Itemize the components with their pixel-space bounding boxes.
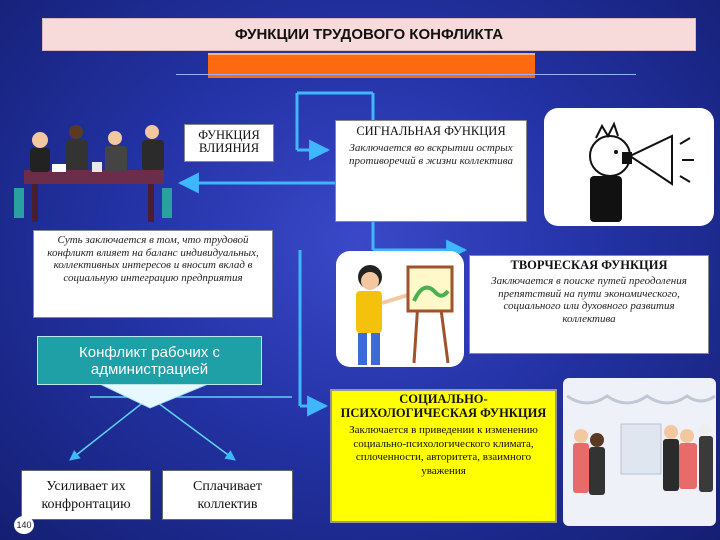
social-heading: СОЦИАЛЬНО-ПСИХОЛОГИЧЕСКАЯ ФУНКЦИЯ <box>340 392 547 420</box>
signal-card: СИГНАЛЬНАЯ ФУНКЦИЯ Заключается во вскрыт… <box>335 120 527 222</box>
outcome-cohesion: Сплачивает коллектив <box>162 470 293 520</box>
page-number: 140 <box>14 516 34 534</box>
painter-icon <box>356 265 454 365</box>
social-description: Заключается в приведении к изменению соц… <box>349 424 538 477</box>
creative-card: ТВОРЧЕСКАЯ ФУНКЦИЯ Заключается в поиске … <box>469 255 709 354</box>
accent-line <box>176 74 636 75</box>
signal-description: Заключается во вскрытии острых противоре… <box>349 142 513 167</box>
creative-heading: ТВОРЧЕСКАЯ ФУНКЦИЯ <box>510 258 668 272</box>
accent-bar <box>208 53 535 78</box>
conflict-pointer <box>99 383 209 409</box>
slide-title: ФУНКЦИИ ТРУДОВОГО КОНФЛИКТА <box>42 18 696 51</box>
influence-description: Суть заключается в том, что трудовой кон… <box>47 234 259 284</box>
conflict-box: Конфликт рабочих с администрацией <box>37 336 262 385</box>
party-illustration <box>563 378 716 526</box>
arrow-to-outcome-2 <box>149 396 236 461</box>
meeting-illustration <box>12 118 174 222</box>
creative-description: Заключается в поиске путей преодоления п… <box>491 275 687 325</box>
meeting-icon <box>14 125 172 222</box>
signal-heading: СИГНАЛЬНАЯ ФУНКЦИЯ <box>356 124 506 138</box>
influence-heading-card: ФУНКЦИЯ ВЛИЯНИЯ <box>184 124 274 162</box>
outcome-confrontation: Усиливает их конфронтацию <box>21 470 151 520</box>
influence-description-card: Суть заключается в том, что трудовой кон… <box>33 230 273 318</box>
artist-illustration <box>336 251 464 367</box>
influence-heading: ФУНКЦИЯ ВЛИЯНИЯ <box>198 128 260 155</box>
social-card: СОЦИАЛЬНО-ПСИХОЛОГИЧЕСКАЯ ФУНКЦИЯ Заключ… <box>330 389 557 523</box>
megaphone-icon <box>589 121 694 222</box>
megaphone-illustration <box>544 108 714 226</box>
arrow-to-outcome-1 <box>69 396 151 461</box>
celebration-icon <box>566 394 716 495</box>
